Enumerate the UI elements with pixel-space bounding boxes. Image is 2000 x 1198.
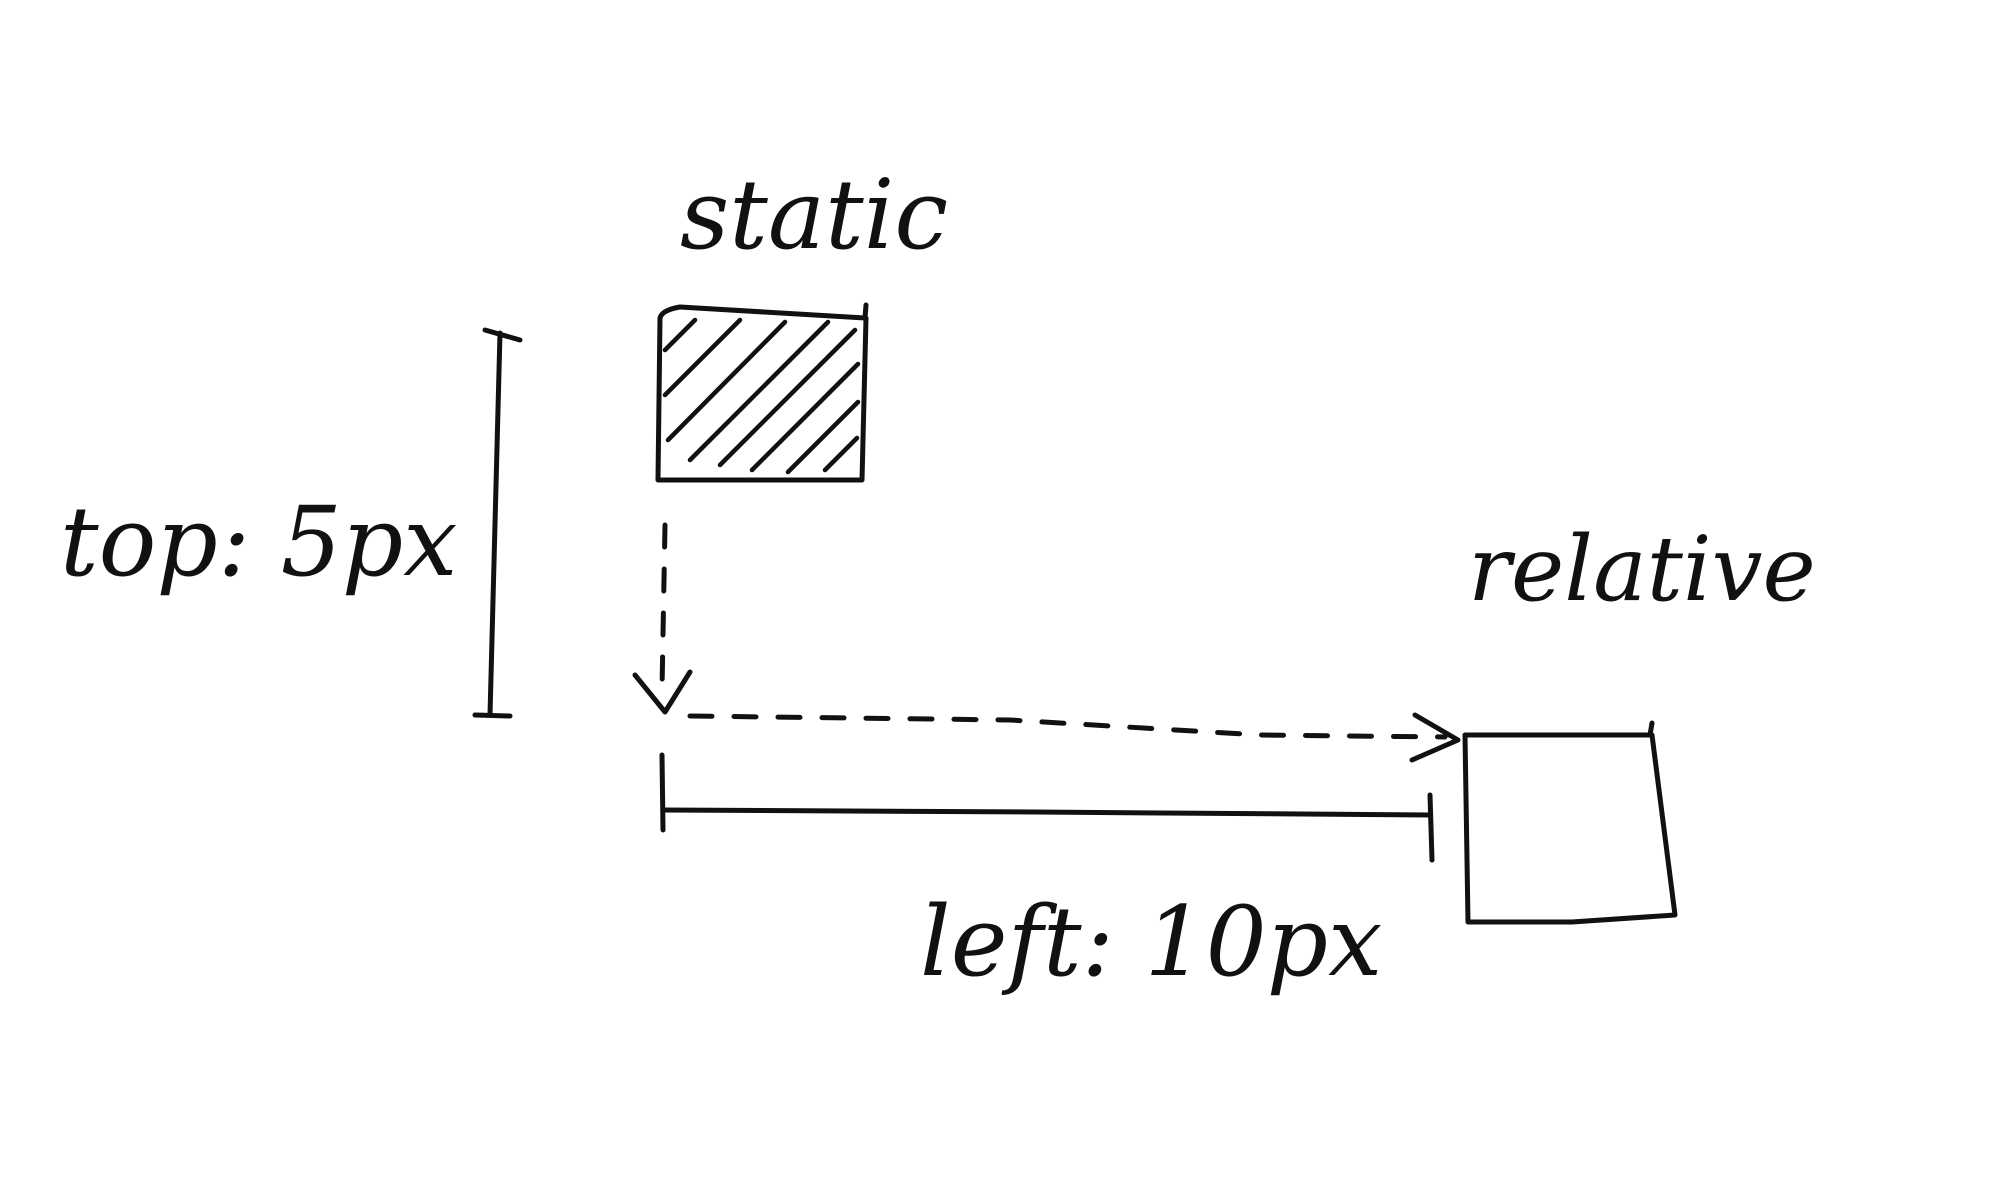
horizontal-dashed-guide (687, 713, 1448, 740)
left-offset-label: left: 10px (920, 886, 1382, 998)
left-offset-dimension (659, 752, 1435, 863)
relative-label: relative (1468, 517, 1816, 622)
relative-box (1462, 720, 1678, 925)
static-label: static (680, 159, 948, 271)
vertical-dashed-guide (659, 522, 668, 693)
top-offset-dimension (472, 327, 523, 719)
static-box (655, 302, 869, 483)
down-arrowhead (632, 669, 693, 715)
top-offset-label: top: 5px (60, 486, 457, 598)
right-arrowhead (1409, 712, 1461, 763)
static-box-hatching (662, 317, 861, 475)
